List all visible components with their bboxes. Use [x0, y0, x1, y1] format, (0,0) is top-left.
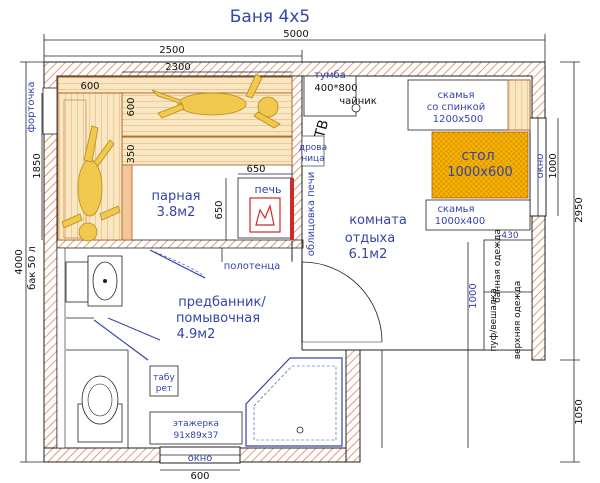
tv-label: ТВ	[312, 118, 332, 141]
toilet	[77, 375, 123, 443]
dim-total-height: 4000	[14, 249, 25, 274]
dim-bottom-window: 600	[190, 471, 209, 482]
person-figure-top	[151, 73, 281, 129]
vent-label: форточка	[26, 81, 37, 132]
outerwear-label: верхняя одежда	[513, 281, 523, 360]
dim-bench-350: 350	[126, 144, 137, 163]
rest-room-furniture	[303, 75, 533, 351]
firewood-box	[301, 135, 325, 167]
rest-room-area: 6.1м2	[349, 247, 388, 262]
tv-stand-label: тумба	[314, 70, 346, 81]
rest-room-name-2: отдыха	[345, 231, 395, 246]
kettle-label: чайник	[339, 96, 377, 107]
dim-bottom-right: 1050	[574, 399, 585, 424]
wash-room-name-2: помывочная	[176, 311, 260, 326]
bench-size: 1000х400	[435, 216, 485, 227]
dim-steam-height: 1850	[32, 153, 43, 178]
shower	[245, 357, 343, 447]
dim-window-1000: 1000	[548, 153, 559, 178]
table-label: стол	[461, 148, 494, 164]
shelf-label: этажерка	[173, 419, 219, 429]
dim-door-1000: 1000	[468, 283, 479, 308]
stool-label: табу	[153, 373, 175, 383]
wash-sink	[65, 255, 123, 307]
bench-back-label: скамья	[437, 90, 474, 101]
dim-bench-600-side: 600	[126, 97, 137, 116]
wash-room-area: 4.9м2	[177, 327, 216, 342]
dim-430: 430	[501, 231, 518, 241]
dim-stove-650-h: 650	[246, 164, 265, 175]
bench-back-label-2: со спинкой	[427, 102, 486, 113]
dim-right-height: 2950	[574, 197, 585, 222]
window-bottom: окно	[159, 446, 241, 464]
wash-room-name: предбанник/	[178, 295, 266, 310]
stool-label-2: рет	[156, 384, 173, 394]
bench-label: скамья	[437, 204, 474, 215]
bath-clothes-label: банная одежда	[493, 229, 503, 303]
dim-steam-width: 2500	[159, 45, 184, 56]
window-bottom-label: окно	[188, 453, 213, 464]
stool: табу рет	[149, 365, 179, 397]
person-figure-left	[61, 125, 121, 242]
dimension-lines	[20, 34, 580, 471]
vent-window	[42, 87, 58, 135]
tv-stand-size: 400*800	[314, 83, 357, 94]
shelf: этажерка 91х89х37	[149, 411, 243, 445]
steam-room-area: 3.8м2	[157, 205, 196, 220]
window-right-label: окно	[535, 154, 546, 179]
stove-lining-label: облицовка печи	[306, 172, 317, 256]
shelf-size: 91х89х37	[173, 431, 218, 441]
dim-total-width: 5000	[283, 29, 308, 40]
firewood-label: дрова	[299, 143, 327, 153]
wash-door	[66, 317, 161, 361]
towel-label: полотенца	[224, 261, 281, 272]
stove: печь	[237, 177, 294, 240]
dim-stove-650-v: 650	[214, 200, 225, 219]
ottoman-label: пуф/вешалка	[489, 288, 499, 351]
steam-room-name: парная	[151, 189, 200, 204]
plan-title: Баня 4х5	[230, 7, 311, 27]
entrance-door	[381, 350, 469, 448]
window-right: окно	[529, 117, 547, 217]
rest-room-name: комната	[349, 213, 407, 228]
tank-label: бак 50 л	[27, 246, 38, 290]
stove-label: печь	[255, 183, 282, 196]
table-size: 1000х600	[447, 165, 513, 180]
dim-bench-600-top: 600	[80, 81, 99, 92]
firewood-label-2: ница	[301, 154, 324, 164]
steam-door	[149, 248, 293, 279]
dim-bench-length: 2300	[165, 62, 190, 73]
rest-door	[301, 261, 383, 343]
bench-back-size: 1200х500	[433, 114, 483, 125]
